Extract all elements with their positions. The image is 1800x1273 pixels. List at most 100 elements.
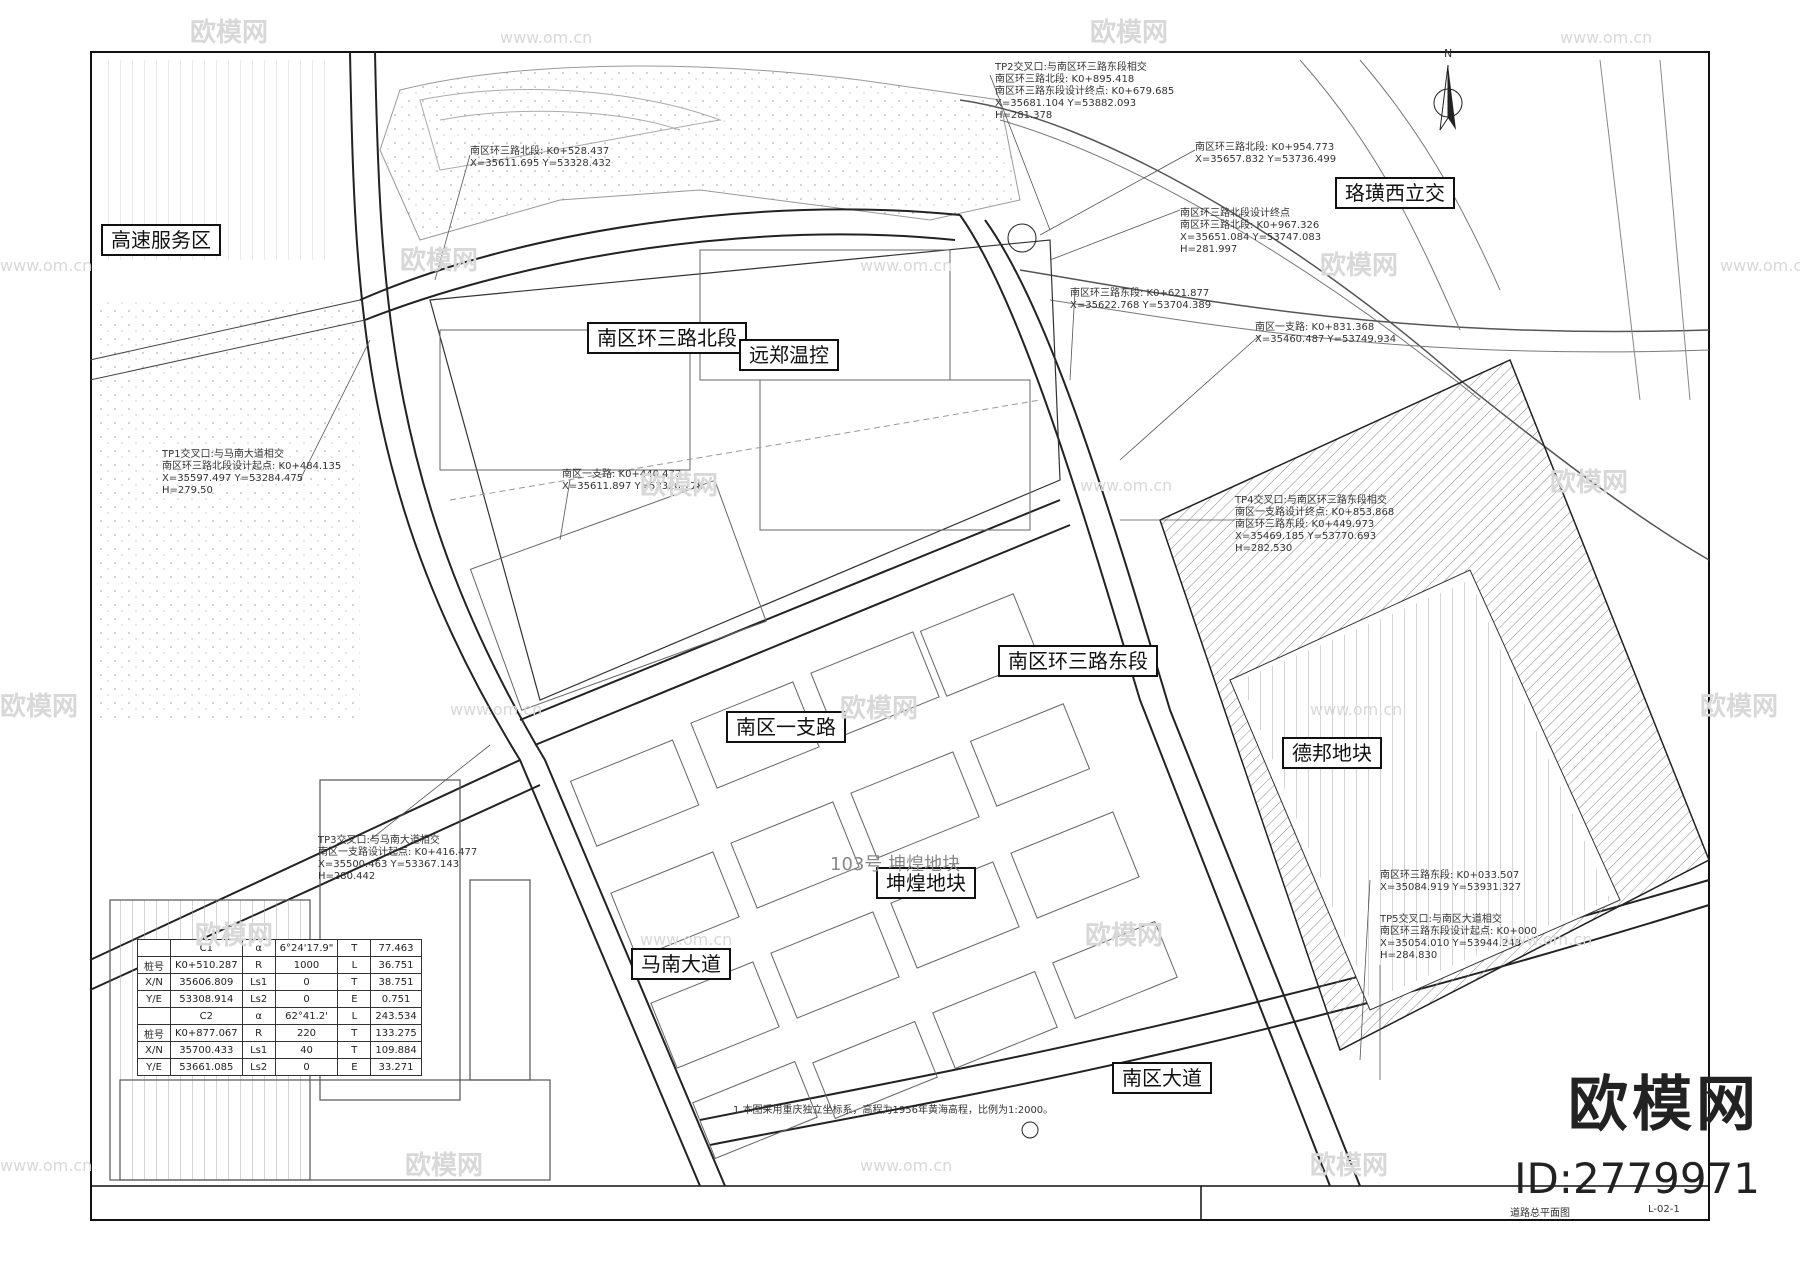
- table-cell: E: [337, 1058, 372, 1076]
- watermark: 欧模网: [400, 246, 479, 276]
- watermark-url: www.om.cn: [640, 930, 733, 949]
- annotation-line: H=279.50: [162, 485, 213, 496]
- annotation-line: X=35611.897 Y=53326.778: [562, 481, 704, 492]
- annotation-line: 南区环三路北段: K0+528.437: [470, 146, 610, 157]
- annotation-line: 南区一支路: K0+831.368: [1255, 322, 1375, 333]
- table-cell: E: [337, 990, 372, 1008]
- annotation-line: X=35469.185 Y=53770.693: [1235, 531, 1377, 542]
- label-yuanzheng: 远郑温控: [739, 339, 839, 371]
- table-cell: Ls2: [241, 990, 276, 1008]
- annotation-line: 南区环三路东段: K0+033.507: [1380, 870, 1520, 881]
- table-cell: 77.463: [370, 939, 422, 957]
- label-manan: 马南大道: [631, 948, 731, 980]
- watermark-url: www.om.cn: [450, 700, 543, 719]
- annotation-line: TP4交叉口:与南区环三路东段相交: [1235, 495, 1387, 506]
- watermark: 欧模网: [640, 471, 719, 501]
- watermark: 欧模网: [1320, 251, 1399, 281]
- label-north-road: 南区环三路北段: [587, 322, 747, 354]
- label-interchange: 珞璜西立交: [1335, 177, 1455, 209]
- table-cell: 桩号: [137, 956, 171, 974]
- annotation-line: 南区环三路北段设计终点: [1180, 208, 1290, 219]
- annotation-line: X=35500.463 Y=53367.143: [318, 859, 460, 870]
- annotation-line: H=281.997: [1180, 244, 1238, 255]
- table-cell: 133.275: [370, 1024, 422, 1042]
- table-cell: X/N: [137, 1041, 171, 1059]
- annotation-line: 南区环三路北段: K0+954.773: [1195, 142, 1335, 153]
- table-cell: 62°41.2': [274, 1007, 339, 1025]
- table-cell: T: [337, 973, 372, 991]
- table-cell: 桩号: [137, 1024, 171, 1042]
- annotation-line: X=35460.487 Y=53749.934: [1255, 334, 1397, 345]
- table-cell: 40: [274, 1041, 339, 1059]
- watermark: 欧模网: [1700, 692, 1779, 722]
- table-cell: 109.884: [370, 1041, 422, 1059]
- annotation-line: H=284.830: [1380, 950, 1438, 961]
- annotation-line: X=35597.497 Y=53284.475: [162, 473, 304, 484]
- table-cell: 0.751: [370, 990, 422, 1008]
- table-cell: X/N: [137, 973, 171, 991]
- watermark: 欧模网: [1090, 18, 1169, 48]
- label-debang: 德邦地块: [1282, 737, 1382, 769]
- watermark: 欧模网: [405, 1151, 484, 1181]
- table-cell: K0+877.067: [170, 1024, 243, 1042]
- brand-id: ID:2779971: [1514, 1154, 1760, 1203]
- table-cell: 0: [274, 990, 339, 1008]
- north-arrow-icon: [1433, 64, 1463, 131]
- watermark-url: www.om.cn: [500, 28, 593, 47]
- annotation-line: X=35611.695 Y=53328.432: [470, 158, 612, 169]
- table-cell: [137, 939, 171, 957]
- table-cell: 36.751: [370, 956, 422, 974]
- label-east-road: 南区环三路东段: [998, 645, 1158, 677]
- watermark-url: www.om.cn: [0, 256, 93, 275]
- table-cell: T: [337, 939, 372, 957]
- watermark: 欧模网: [1310, 1151, 1389, 1181]
- table-cell: L: [337, 956, 372, 974]
- annotation-line: H=282.530: [1235, 543, 1293, 554]
- watermark-url: www.om.cn: [860, 1156, 953, 1175]
- label-branch-road: 南区一支路: [726, 711, 846, 743]
- table-cell: T: [337, 1024, 372, 1042]
- table-cell: 33.271: [370, 1058, 422, 1076]
- annotation-line: 南区环三路北段设计起点: K0+484.135: [162, 461, 342, 472]
- table-cell: 53661.085: [170, 1058, 243, 1076]
- table-cell: L: [337, 1007, 372, 1025]
- ground-text: 103号 坤煌地块: [830, 854, 961, 875]
- annotation-line: X=35657.832 Y=53736.499: [1195, 154, 1337, 165]
- watermark: 欧模网: [0, 692, 79, 722]
- annotation-line: 南区环三路东段: K0+449.973: [1235, 519, 1375, 530]
- compass-label: N: [1444, 47, 1453, 60]
- annotation-line: H=281.378: [995, 110, 1053, 121]
- watermark: 欧模网: [195, 921, 274, 951]
- title-sheet-number: L-02-1: [1648, 1204, 1680, 1215]
- label-nanqu: 南区大道: [1112, 1062, 1212, 1094]
- watermark: 欧模网: [840, 694, 919, 724]
- annotation-line: 南区环三路北段: K0+895.418: [995, 74, 1135, 85]
- table-cell: 38.751: [370, 973, 422, 991]
- table-cell: 35606.809: [170, 973, 243, 991]
- watermark: 欧模网: [1550, 468, 1629, 498]
- watermark: 欧模网: [1085, 921, 1164, 951]
- table-cell: 1000: [274, 956, 339, 974]
- label-service-area: 高速服务区: [101, 224, 221, 256]
- annotation-line: 南区环三路东段: K0+621.877: [1070, 288, 1210, 299]
- table-cell: Ls1: [241, 1041, 276, 1059]
- table-cell: α: [241, 1007, 276, 1025]
- label-shenhuang: 坤煌地块: [876, 867, 976, 899]
- table-cell: Y/E: [137, 990, 171, 1008]
